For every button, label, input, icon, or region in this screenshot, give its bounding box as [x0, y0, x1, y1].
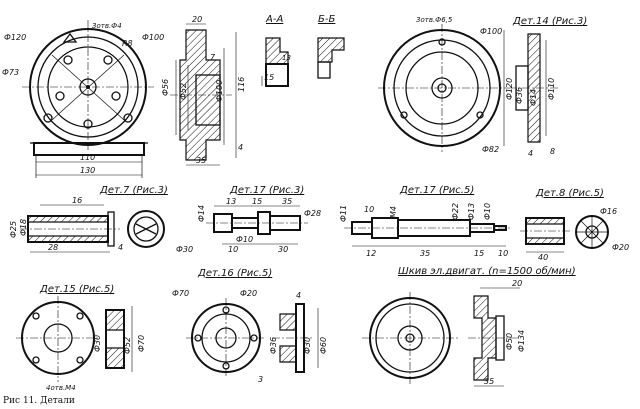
- det-16-dim-d30: Ф30: [303, 337, 312, 354]
- part-b-dim-w7: 7: [210, 53, 216, 62]
- det-7-dim-w16: 16: [72, 196, 82, 205]
- det-14-dim-w8: 8: [550, 147, 555, 156]
- part-a-dim-w110: 110: [80, 153, 95, 162]
- det-17-fig3-dim-w10: 10: [228, 245, 238, 254]
- det-14-dim-w4: 4: [528, 149, 533, 158]
- det-16-title: Дет.16 (Рис.5): [197, 268, 272, 279]
- det-7-dim-d25: Ф25: [9, 221, 18, 238]
- det-14-dim-d82: Ф82: [482, 145, 499, 154]
- det-15: Дет.15 (Рис.5) Ф30 Ф52 Ф70 4отв.М4: [16, 284, 146, 392]
- det-14-dim-d14: Ф14: [529, 89, 538, 106]
- pulley-title: Шкив эл.двигат. (n=1500 об/мин): [398, 265, 576, 277]
- det-17-fig3-dim-d14: Ф14: [197, 205, 206, 222]
- det-16: Дет.16 (Рис.5) Ф70 Ф20 4 Ф36 Ф30 Ф60 3: [172, 268, 328, 384]
- det-15-dim-holes: 4отв.М4: [46, 384, 76, 392]
- motor-pulley: Шкив эл.двигат. (n=1500 об/мин) 20 Ф50 Ф…: [362, 265, 576, 387]
- det-17-fig3-dim-d10: Ф10: [236, 235, 253, 244]
- det-7: Дет.7 (Рис.3) 16 Ф25 Ф18 28 4 Ф30: [9, 185, 193, 254]
- pulley-dim-d50: Ф50: [505, 333, 514, 350]
- det-14-dim-d120: Ф120: [505, 78, 514, 100]
- section-a-a-dim-w15: 15: [264, 73, 274, 82]
- det-17-fig5-title: Дет.17 (Рис.5): [399, 185, 474, 196]
- part-b-dim-d52: Ф52: [179, 83, 188, 100]
- part-a-dim-d100: Ф100: [142, 33, 164, 42]
- section-b-b: Б-Б: [317, 14, 345, 79]
- section-b-b-title: Б-Б: [318, 14, 335, 25]
- det-17-fig5-dim-w10b: 10: [498, 249, 508, 258]
- part-a-dim-d120: Ф120: [4, 33, 26, 42]
- det-15-dim-d30: Ф30: [93, 335, 102, 352]
- part-a-dim-d73: Ф73: [2, 68, 19, 77]
- det-14-dim-holes: 3отв.Ф6,5: [416, 16, 453, 24]
- part-b-dim-w4: 4: [238, 143, 243, 152]
- det-15-dim-d70: Ф70: [137, 335, 146, 352]
- det-8: Дет.8 (Рис.5) Ф16 40 Ф20: [520, 188, 629, 262]
- det-16-dim-d36: Ф36: [269, 337, 278, 354]
- det-16-dim-d20: Ф20: [240, 289, 257, 298]
- section-a-a-title: А-А: [265, 14, 283, 25]
- det-7-dim-d30: Ф30: [176, 245, 193, 254]
- det-14-dim-d110: Ф110: [547, 78, 556, 100]
- part-a-dim-w130: 130: [80, 166, 95, 175]
- det-16-dim-d70: Ф70: [172, 289, 189, 298]
- det-17-fig5-dim-d11: Ф11: [339, 205, 348, 222]
- det-8-dim-d16: Ф16: [600, 207, 617, 216]
- det-17-fig5-dim-m4: M4: [389, 206, 398, 218]
- det-17-fig5-dim-d13: Ф13: [467, 203, 476, 220]
- part-a-dim-holes: 3отв.Ф4: [92, 22, 122, 30]
- det-17-fig5-dim-w35: 35: [420, 249, 430, 258]
- pulley-dim-w20: 20: [512, 279, 522, 288]
- part-b-dim-w35: 35: [196, 156, 206, 165]
- part-b-side-section: 20 Ф56 Ф52 Ф100 116 35 7 4: [161, 15, 246, 166]
- part-a-front-view: Ф120 Ф73 Ф100 3отв.Ф4 R8 110 130: [2, 20, 164, 178]
- det-15-title: Дет.15 (Рис.5): [39, 284, 114, 295]
- det-17-fig3-dim-w13: 13: [226, 197, 236, 206]
- part-b-dim-d100: Ф100: [215, 80, 224, 102]
- det-8-dim-d20: Ф20: [612, 243, 629, 252]
- part-b-dim-h116: 116: [237, 77, 246, 92]
- det-17-fig3: Дет.17 (Рис.3) Ф14 13 15 35 Ф10 10 30 Ф2…: [197, 185, 321, 254]
- det-7-title: Дет.7 (Рис.3): [99, 185, 168, 196]
- det-8-title: Дет.8 (Рис.5): [535, 188, 604, 199]
- det-17-fig5: Дет.17 (Рис.5) Ф11 10 M4 Ф22 Ф13 Ф10 12 …: [339, 185, 512, 258]
- det-17-fig5-dim-d10: Ф10: [483, 203, 492, 220]
- det-14-dim-d100: Ф100: [480, 27, 502, 36]
- part-b-dim-d56: Ф56: [161, 79, 170, 96]
- pulley-dim-d134: Ф134: [517, 330, 526, 352]
- det-17-fig3-dim-w35: 35: [282, 197, 292, 206]
- det-17-fig5-dim-w12: 12: [366, 249, 376, 258]
- det-17-fig3-dim-w15: 15: [252, 197, 262, 206]
- det-16-dim-w4: 4: [296, 291, 301, 300]
- det-14: Дет.14 (Рис.3) 3отв.Ф6,5 Ф100 Ф120 Ф36 Ф…: [378, 16, 587, 158]
- det-17-fig3-dim-d28: Ф28: [304, 209, 321, 218]
- det-17-fig5-dim-d22: Ф22: [451, 203, 460, 220]
- det-17-fig3-title: Дет.17 (Рис.3): [229, 185, 304, 196]
- det-16-dim-d60: Ф60: [319, 337, 328, 354]
- det-8-dim-w40: 40: [538, 253, 548, 262]
- det-14-title: Дет.14 (Рис.3): [512, 16, 587, 27]
- det-15-dim-d52: Ф52: [123, 337, 132, 354]
- det-7-dim-d18: Ф18: [19, 219, 28, 236]
- det-14-dim-d36: Ф36: [515, 87, 524, 104]
- det-17-fig3-dim-w30: 30: [278, 245, 288, 254]
- det-7-dim-w4: 4: [118, 243, 123, 252]
- det-7-dim-w28: 28: [48, 243, 58, 252]
- pulley-dim-w35: 35: [484, 377, 494, 386]
- figure-caption: Рис 11. Детали: [3, 396, 75, 406]
- section-a-a: А-А 15 13: [261, 14, 291, 87]
- part-b-dim-w20: 20: [192, 15, 202, 24]
- section-a-a-dim-w13: 13: [282, 54, 291, 62]
- det-17-fig5-dim-w10: 10: [364, 205, 374, 214]
- det-16-dim-w3: 3: [258, 375, 263, 384]
- det-17-fig5-dim-w15: 15: [474, 249, 484, 258]
- part-a-dim-r8: R8: [122, 39, 133, 48]
